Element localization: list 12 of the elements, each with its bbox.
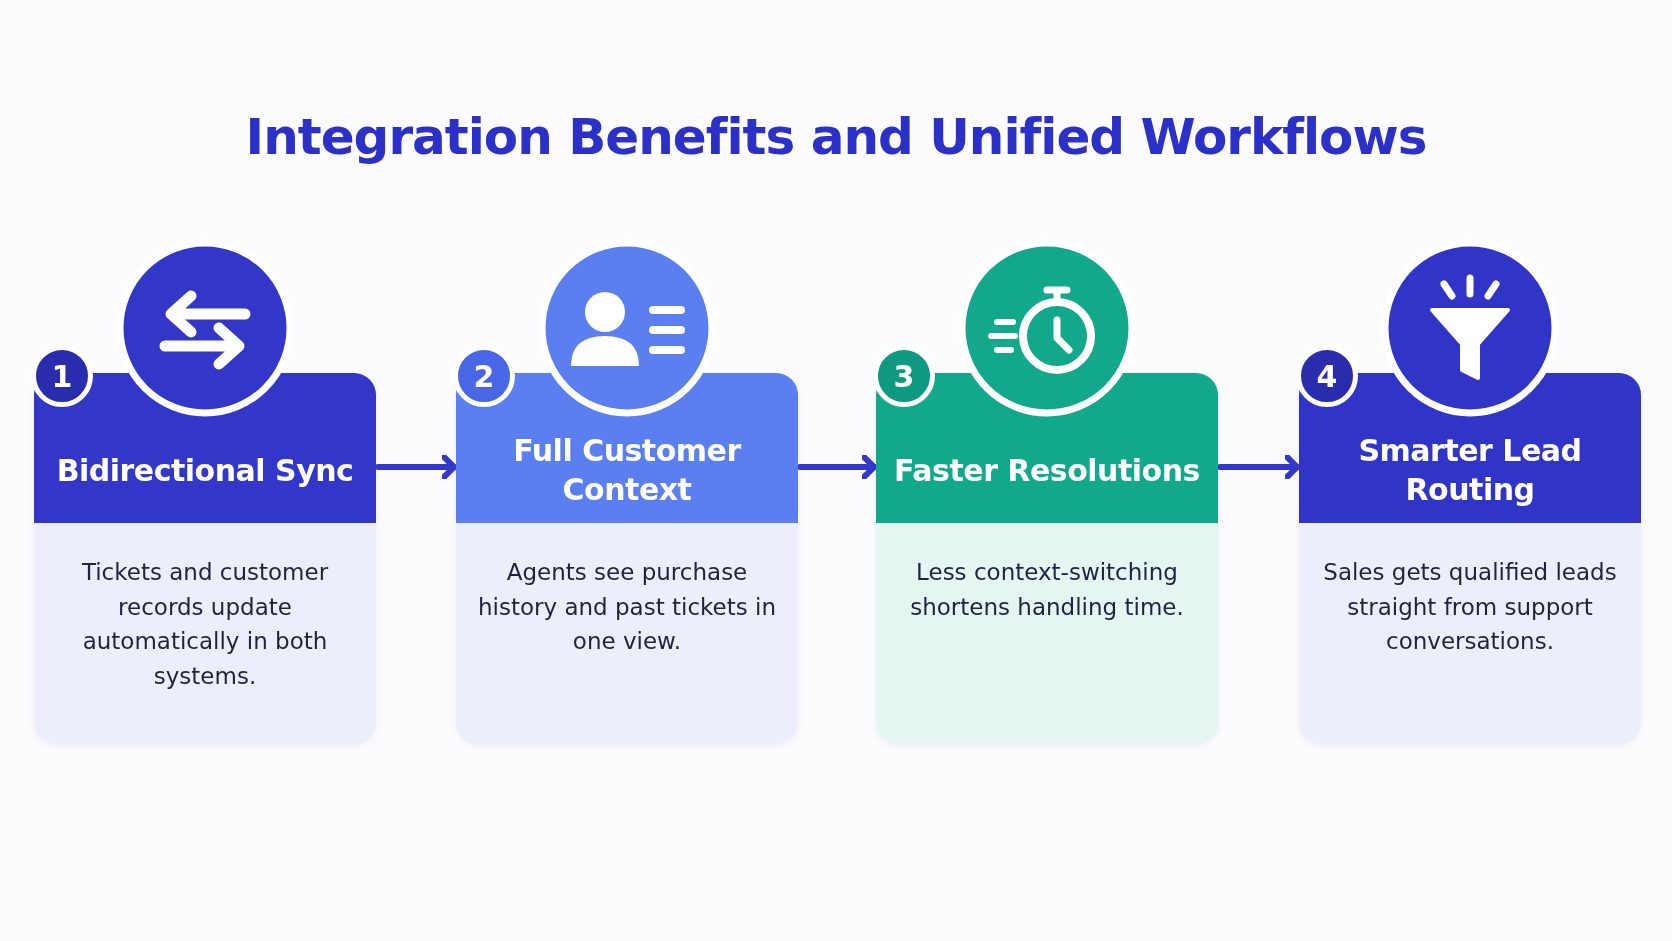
arrow (375, 454, 457, 480)
step-description: Tickets and customer records update automatically in both systems. (80, 558, 330, 691)
title: Integration Benefits and Unified Workflows (244, 108, 1428, 166)
step-heading: Faster Resolutions (894, 451, 1200, 490)
step-description: Sales gets qualified leads straight from support conversations. (1322, 558, 1618, 656)
arrow (797, 454, 877, 480)
step-heading: Bidirectional Sync (56, 451, 354, 490)
step-description: Less context-switching shortens handling time. (909, 558, 1185, 622)
step-heading: Smarter Lead Routing (1357, 432, 1583, 509)
step-heading: Full Customer Context (512, 432, 743, 509)
step-description: Agents see purchase history and past tickets in one view. (477, 558, 777, 656)
arrow (1217, 454, 1300, 480)
